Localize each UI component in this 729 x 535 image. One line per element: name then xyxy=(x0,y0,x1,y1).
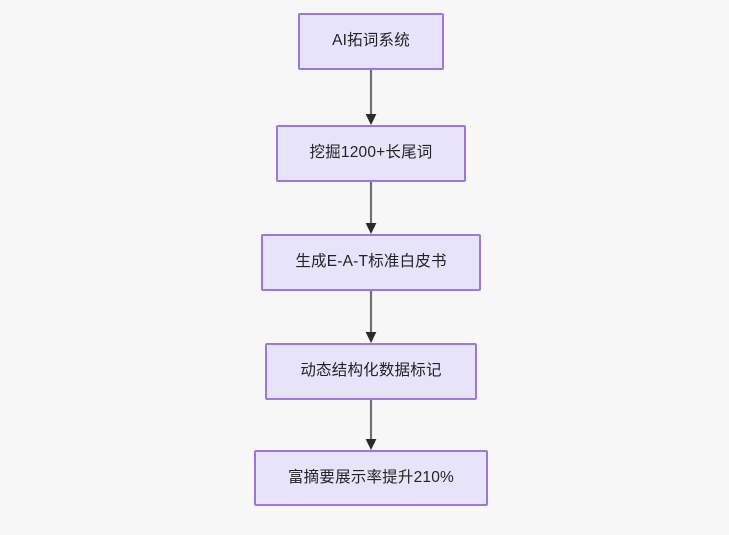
flow-node-label: 富摘要展示率提升210% xyxy=(287,468,455,486)
arrow-down-icon xyxy=(365,291,377,343)
arrow-down-icon xyxy=(365,400,377,450)
arrow-down-icon xyxy=(365,70,377,125)
flow-node-mine-longtail-keywords[interactable]: 挖掘1200+长尾词 xyxy=(276,125,466,182)
flow-edge-node4-to-node5 xyxy=(361,400,381,450)
flow-edge-node2-to-node3 xyxy=(361,182,381,234)
flow-node-label: 动态结构化数据标记 xyxy=(300,362,442,380)
flow-node-label: 挖掘1200+长尾词 xyxy=(309,144,433,162)
flow-node-generate-eat-whitepaper[interactable]: 生成E-A-T标准白皮书 xyxy=(261,234,481,291)
arrow-down-icon xyxy=(365,182,377,234)
flow-node-label: 生成E-A-T标准白皮书 xyxy=(295,253,447,271)
flow-node-rich-snippet-rate-increase[interactable]: 富摘要展示率提升210% xyxy=(254,450,488,506)
flow-edge-node1-to-node2 xyxy=(361,70,381,125)
flow-node-dynamic-structured-data-markup[interactable]: 动态结构化数据标记 xyxy=(265,343,477,400)
flow-node-ai-keyword-system[interactable]: AI拓词系统 xyxy=(298,13,444,70)
flow-node-label: AI拓词系统 xyxy=(332,32,410,50)
flow-edge-node3-to-node4 xyxy=(361,291,381,343)
